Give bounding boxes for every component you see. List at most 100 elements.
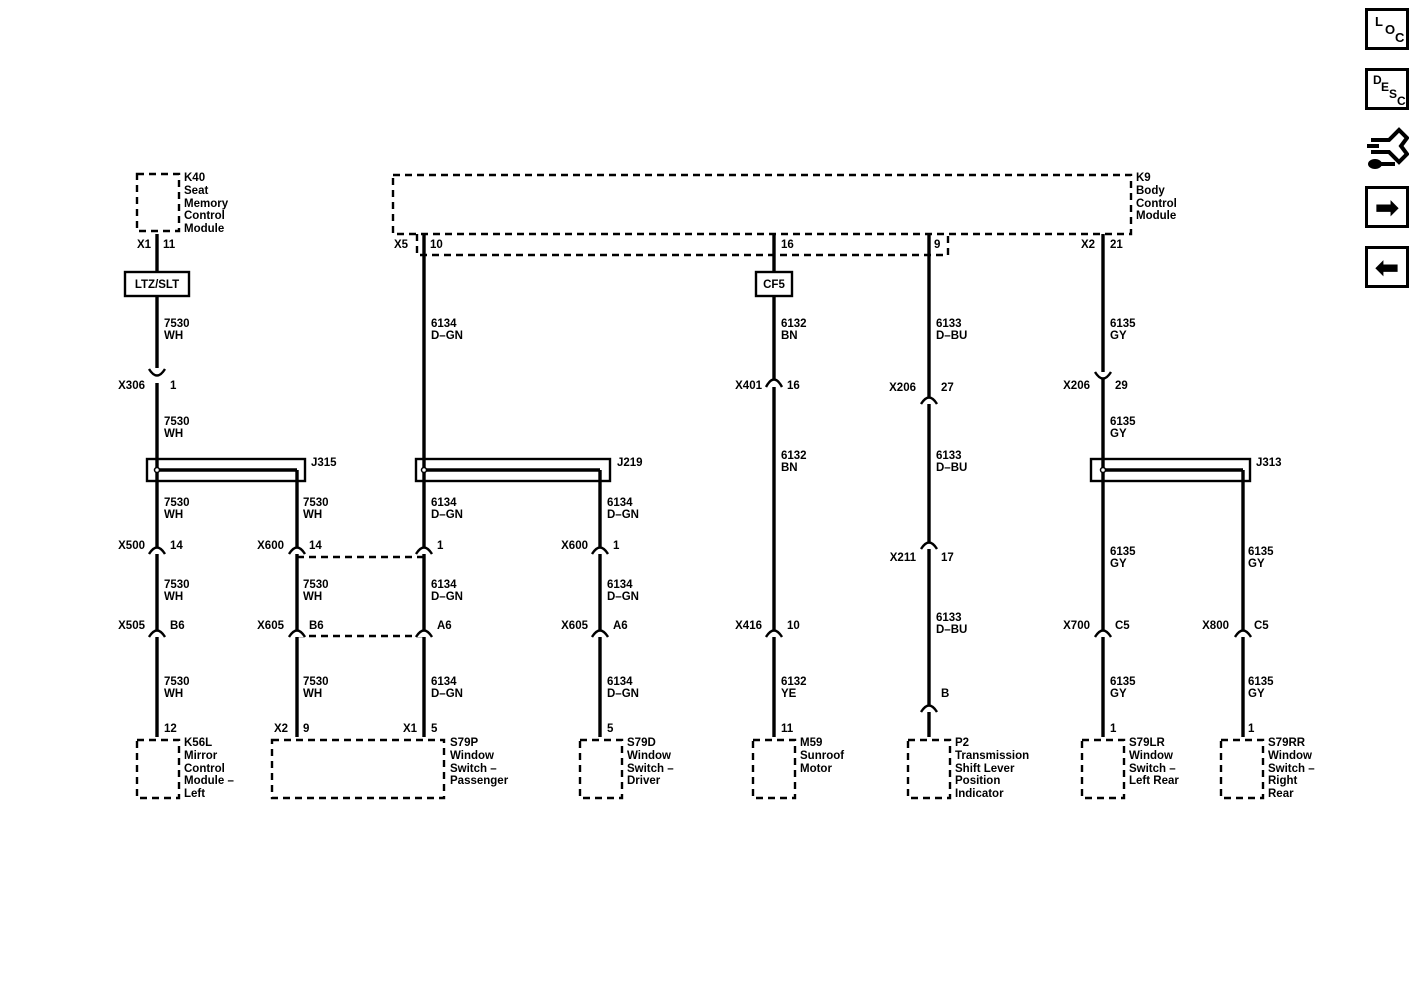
k40-conn-label: X1 — [137, 239, 152, 251]
connector-view-icon — [1367, 127, 1410, 169]
loc-button[interactable]: L O C — [1365, 8, 1409, 50]
prev-button[interactable]: ⬅ — [1365, 246, 1409, 288]
x306-label: X306 — [118, 380, 145, 392]
ltz-slt-option-box — [123, 270, 191, 298]
k40-module-box[interactable] — [135, 172, 181, 233]
x605-a6-connector[interactable] — [590, 629, 610, 638]
k56l-pin: 12 — [164, 723, 177, 735]
x600-1-label: X600 — [561, 540, 588, 552]
desc-letter-s: S — [1389, 87, 1398, 101]
s79rr-module-box[interactable] — [1219, 738, 1265, 800]
m59-module-box[interactable] — [751, 738, 797, 800]
x416-connector[interactable] — [764, 629, 784, 638]
inline-connector-symbols — [147, 368, 1253, 713]
cf5-option-label: CF5 — [763, 279, 785, 291]
s79p-x1-label: X1 — [403, 723, 418, 735]
x605-b6-connector[interactable] — [287, 629, 307, 638]
x500-1-pin: 1 — [437, 540, 444, 552]
x206-29-pin: 29 — [1115, 380, 1128, 392]
k9-module-box[interactable] — [391, 173, 1133, 236]
k9-pin-9-label: 9 — [934, 239, 940, 251]
s79p-pin-5: 5 — [431, 723, 438, 735]
x211-connector[interactable] — [919, 541, 939, 550]
x401-connector[interactable] — [764, 378, 784, 388]
s79d-label: S79D Window Switch – Driver — [627, 737, 677, 787]
x306-connector[interactable] — [147, 368, 167, 377]
x600-1-connector[interactable] — [590, 546, 610, 555]
cf5-option-box — [754, 270, 794, 298]
next-arrow-icon: ➡ — [1375, 191, 1399, 223]
x5-connector-outline — [415, 234, 950, 257]
desc-button[interactable]: D E S C — [1365, 68, 1409, 110]
x505-a6-pin: A6 — [437, 620, 452, 632]
desc-letter-c: C — [1397, 94, 1406, 108]
x605-a6-label: X605 — [561, 620, 588, 632]
splice-j219[interactable] — [414, 457, 612, 483]
connector-view-button[interactable] — [1365, 124, 1410, 176]
x211-pin: 17 — [941, 552, 954, 564]
x500-14-pin: 14 — [170, 540, 183, 552]
p2-pin: B — [941, 688, 949, 700]
loc-letter-o: O — [1385, 22, 1396, 37]
x505-b6-label: X505 — [118, 620, 145, 632]
x500-14-connector[interactable] — [147, 546, 167, 555]
x505-b6-connector[interactable] — [147, 629, 167, 638]
m59-label: M59 Sunroof Motor — [800, 737, 847, 775]
x206-27-pin: 27 — [941, 382, 954, 394]
x401-label: X401 — [735, 380, 762, 392]
s79p-module-box[interactable] — [270, 738, 446, 800]
ltz-slt-option-label: LTZ/SLT — [135, 279, 179, 291]
x206-27-connector[interactable] — [919, 396, 939, 405]
next-button[interactable]: ➡ — [1365, 186, 1409, 228]
splice-j315[interactable] — [145, 457, 307, 483]
p2-module-box[interactable] — [906, 738, 952, 800]
x700-connector[interactable] — [1093, 629, 1113, 638]
k40-label: K40 Seat Memory Control Module — [184, 172, 231, 235]
s79d-pin: 5 — [607, 723, 614, 735]
s79d-module-box[interactable] — [578, 738, 624, 800]
x600-1-pin: 1 — [613, 540, 620, 552]
p2-label: P2 Transmission Shift Lever Position Ind… — [955, 737, 1032, 800]
p2-b-connector[interactable] — [919, 704, 939, 713]
x800-label: X800 — [1202, 620, 1229, 632]
k9-label: K9 Body Control Module — [1136, 172, 1180, 222]
x600-14-connector[interactable] — [287, 546, 307, 555]
s79p-label: S79P Window Switch – Passenger — [450, 737, 509, 787]
k56l-module-box[interactable] — [135, 738, 181, 800]
x700-label: X700 — [1063, 620, 1090, 632]
s79lr-module-box[interactable] — [1080, 738, 1126, 800]
k9-pin-16-label: 16 — [781, 239, 794, 251]
j313-label: J313 — [1256, 457, 1282, 469]
s79rr-pin: 1 — [1248, 723, 1255, 735]
j315-label: J315 — [311, 457, 337, 469]
k9-x5-label: X5 — [394, 239, 409, 251]
splice-j313[interactable] — [1089, 457, 1252, 483]
x605-b6-pin: B6 — [309, 620, 324, 632]
x505-a6-connector[interactable] — [414, 629, 434, 638]
m59-pin: 11 — [781, 723, 794, 735]
x306-pin: 1 — [170, 380, 177, 392]
x800-connector[interactable] — [1233, 629, 1253, 638]
x500-1-connector[interactable] — [414, 546, 434, 555]
x206-29-connector[interactable] — [1093, 371, 1113, 380]
s79lr-label: S79LR Window Switch – Left Rear — [1129, 737, 1179, 787]
s79p-pin-9: 9 — [303, 723, 309, 735]
x605-a6-pin: A6 — [613, 620, 628, 632]
k56l-label: K56L Mirror Control Module – Left — [184, 737, 237, 800]
desc-letter-d: D — [1373, 73, 1382, 87]
